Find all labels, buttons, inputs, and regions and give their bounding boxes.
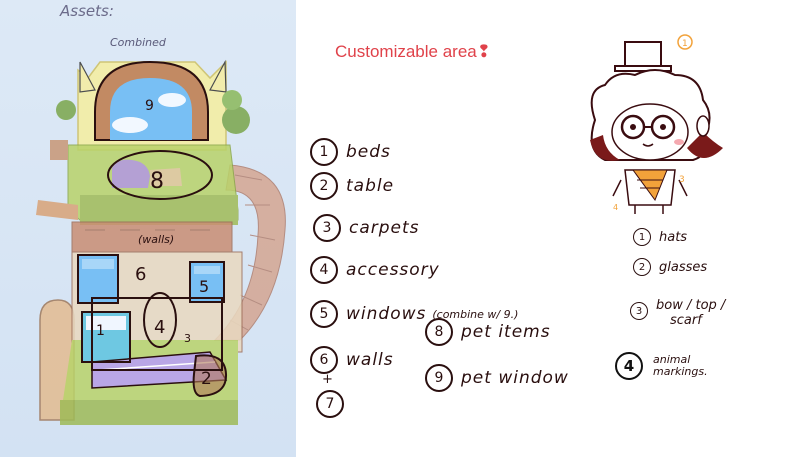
character-item-label: glasses: [659, 259, 708, 275]
outline-1: [81, 311, 131, 363]
character-item-number: 2: [633, 258, 651, 276]
room-item-carpets: 3 carpets: [313, 214, 420, 242]
outline-3: [91, 297, 223, 371]
assets-title: Assets:: [60, 2, 114, 20]
character-item-label-group: animal markings.: [653, 354, 708, 378]
character-item-number: 3: [630, 302, 648, 320]
character-item-label: animal: [653, 353, 691, 366]
hat-marker: [677, 34, 693, 50]
house-label-2: 2: [201, 369, 212, 389]
character-item-label: hats: [659, 229, 688, 245]
room-item-walls: 6 walls: [310, 346, 394, 374]
room-item-7: 7: [316, 390, 352, 418]
room-item-accessory: 4 accessory: [310, 256, 440, 284]
room-item-label: pet window: [461, 368, 569, 388]
outline-5b: [189, 261, 225, 303]
room-item-label: beds: [346, 142, 391, 162]
outline-2: [192, 354, 228, 398]
scarf-graphic: [632, 169, 668, 202]
scarf-marker-label: 3: [679, 175, 685, 185]
room-item-windows: 5 windows (combine w/ 9.): [310, 300, 518, 328]
combined-label: Combined: [110, 36, 166, 49]
room-item-label: carpets: [349, 218, 420, 238]
character-item-number: 4: [615, 352, 643, 380]
room-item-number: 6: [310, 346, 338, 374]
house-label-8: 8: [150, 169, 164, 194]
character-item-label-group: bow / top / scarf: [656, 298, 725, 328]
pet-items-graphic: [112, 159, 182, 188]
outline-5a: [77, 254, 119, 304]
room-item-number: 1: [310, 138, 338, 166]
house-label-3: 3: [184, 332, 191, 345]
room-item-label: windows: [346, 304, 427, 324]
pet-window-graphic: [94, 60, 209, 141]
house-label-4: 4: [154, 317, 165, 338]
outline-4: [143, 292, 177, 348]
room-item-label: walls: [346, 350, 394, 370]
room-item-pet-items: 8 pet items: [425, 318, 551, 346]
character-item-number: 1: [633, 228, 651, 246]
customizable-area-title: Customizable area❢: [335, 42, 491, 62]
room-item-number: 8: [425, 318, 453, 346]
room-item-number: 5: [310, 300, 338, 328]
room-item-pet-window: 9 pet window: [425, 364, 569, 392]
character-item-hats: 1 hats: [633, 228, 687, 246]
character-item-markings: 4 animal markings.: [615, 352, 708, 380]
house-label-9: 9: [145, 98, 154, 114]
room-item-number: 9: [425, 364, 453, 392]
ear-graphic: [696, 115, 710, 137]
room-item-beds: 1 beds: [310, 138, 391, 166]
room-item-table: 2 table: [310, 172, 394, 200]
room-item-number: 2: [310, 172, 338, 200]
room-item-note: (combine w/ 9.): [432, 307, 519, 321]
room-item-label: pet items: [461, 322, 551, 342]
marking-marker-label: 4: [613, 203, 618, 212]
room-item-number: 3: [313, 214, 341, 242]
customizable-area-mark: ❢: [476, 42, 491, 61]
side-windows-graphic: [77, 254, 225, 304]
top-hat-graphic: [624, 41, 662, 69]
character-item-bow: 3 bow / top / scarf: [630, 298, 725, 328]
house-label-6: 6: [135, 264, 146, 285]
room-item-plus: +: [322, 372, 333, 387]
character-item-label: bow / top /: [656, 298, 726, 313]
character-item-label2: markings.: [653, 365, 708, 378]
hair-dark-right: [687, 132, 723, 158]
character-item-glasses: 2 glasses: [633, 258, 707, 276]
customizable-area-text: Customizable area: [335, 42, 477, 61]
room-item-label: table: [346, 176, 395, 196]
house-label-1: 1: [96, 323, 105, 339]
house-label-walls: (walls): [138, 233, 174, 246]
house-illustration: 9 8 (walls) 6 5 1 4 3 2: [36, 59, 286, 425]
room-item-label: accessory: [346, 260, 440, 280]
outline-8: [107, 150, 213, 200]
bed-graphic: [81, 311, 131, 363]
room-item-number: 4: [310, 256, 338, 284]
hair-dark-left: [590, 135, 620, 161]
room-item-number: 7: [316, 390, 344, 418]
character-illustration: 1 3 4: [590, 34, 723, 214]
table-graphic: [194, 355, 227, 396]
hat-marker-label: 1: [682, 39, 688, 49]
character-item-label2: scarf: [670, 313, 702, 328]
house-label-5: 5: [199, 277, 209, 296]
